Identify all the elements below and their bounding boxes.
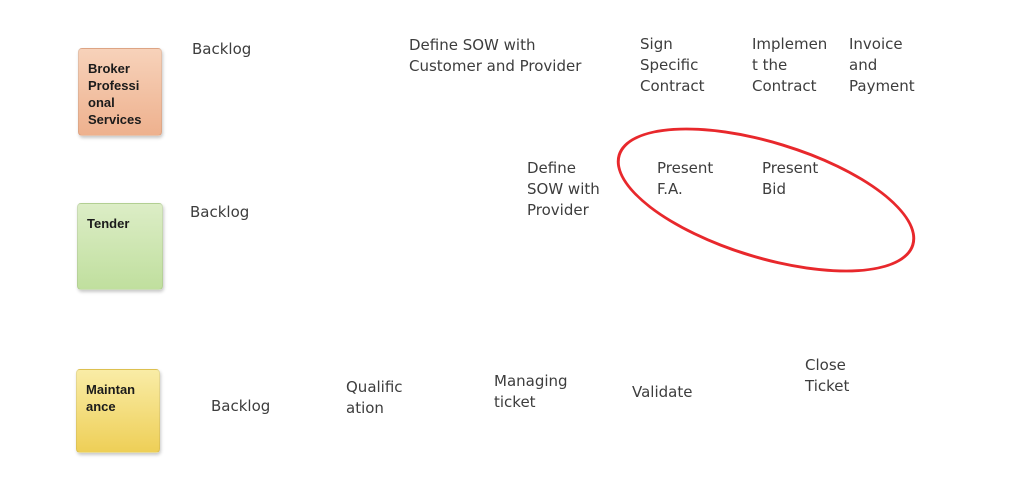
step-label-qualification[interactable]: Qualific ation	[346, 378, 403, 417]
step-label-implement-the-contract[interactable]: Implemen t the Contract	[752, 35, 828, 95]
sticky-note-broker-professional-services[interactable]: Broker Professi onal Services	[78, 48, 162, 136]
step-label-invoice-and-payment[interactable]: Invoice and Payment	[849, 35, 915, 95]
step-label-tender-backlog[interactable]: Backlog	[190, 203, 250, 221]
step-label-managing-ticket[interactable]: Managing ticket	[494, 372, 568, 411]
step-label-present-fa[interactable]: Present F.A.	[657, 159, 714, 198]
step-label-maintanance-backlog[interactable]: Backlog	[211, 397, 271, 415]
step-label-broker-backlog[interactable]: Backlog	[192, 40, 252, 58]
step-label-sign-specific-contract[interactable]: Sign Specific Contract	[640, 35, 705, 95]
red-ellipse-annotation[interactable]	[600, 98, 932, 302]
step-label-define-sow-provider[interactable]: Define SOW with Provider	[527, 159, 600, 219]
sticky-note-maintanance[interactable]: Maintan ance	[76, 369, 160, 453]
step-label-validate[interactable]: Validate	[632, 383, 693, 401]
step-label-define-sow-customer-provider[interactable]: Define SOW with Customer and Provider	[409, 36, 582, 75]
sticky-note-tender[interactable]: Tender	[77, 203, 163, 290]
step-label-close-ticket[interactable]: Close Ticket	[805, 356, 850, 395]
step-label-present-bid[interactable]: Present Bid	[762, 159, 819, 198]
